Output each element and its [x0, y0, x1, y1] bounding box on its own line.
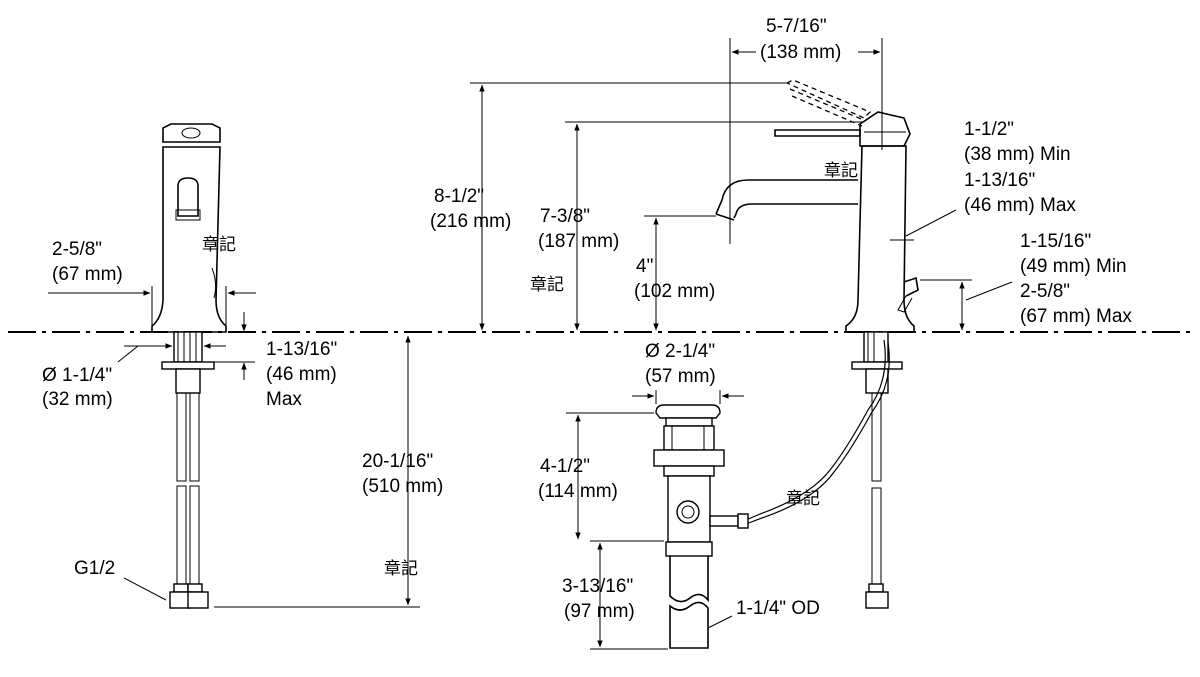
tailpiece-length-label: 3-13/16" [562, 576, 633, 597]
drain-dimensions [566, 390, 744, 650]
deck-thickness-label: 1-13/16" [266, 339, 337, 360]
base-width-mm-label: (67 mm) [52, 264, 123, 285]
spout-reach-mm-label: (138 mm) [760, 42, 841, 63]
pop-up-drain [653, 404, 749, 649]
side-view-dimensions [470, 38, 1013, 331]
overall-height-label: 8-1/2" [434, 186, 484, 207]
connection-label: G1/2 [74, 558, 115, 579]
watermark-stamp: 章記 [786, 489, 820, 508]
hole-dia-label: Ø 1-1/4" [42, 365, 112, 386]
body-height-label: 4-1/2" [540, 456, 590, 477]
base-width-label: 2-5/8" [52, 239, 102, 260]
spout-height-mm-label: (187 mm) [538, 231, 619, 252]
deck-max-mm-label: (46 mm) Max [964, 195, 1076, 216]
lift-rod-min-label: 1-15/16" [1020, 231, 1091, 252]
hole-dia-mm-label: (32 mm) [42, 389, 113, 410]
deck-min-label: 1-1/2" [964, 119, 1014, 140]
lift-rod-max-mm-label: (67 mm) Max [1020, 306, 1132, 327]
overall-height-mm-label: (216 mm) [430, 211, 511, 232]
deck-thickness-note: Max [266, 389, 302, 410]
watermark-stamp: 章記 [202, 235, 236, 254]
deck-thickness-mm-label: (46 mm) [266, 364, 337, 385]
deck-max-label: 1-13/16" [964, 170, 1035, 191]
body-height-mm-label: (114 mm) [538, 481, 618, 502]
side-view-faucet [715, 79, 919, 609]
front-view-faucet [151, 123, 227, 609]
lift-rod-min-mm-label: (49 mm) Min [1020, 256, 1127, 277]
aerator-clearance-label: 4" [636, 256, 653, 277]
aerator-clearance-mm-label: (102 mm) [634, 281, 715, 302]
front-view-dimensions [48, 286, 420, 608]
tailpiece-length-mm-label: (97 mm) [564, 601, 635, 622]
watermark-stamp: 章記 [384, 559, 418, 578]
watermark-stamp: 章記 [824, 161, 858, 180]
flange-dia-label: Ø 2-1/4" [645, 341, 715, 362]
spout-reach-label: 5-7/16" [766, 16, 827, 37]
flange-dia-mm-label: (57 mm) [645, 366, 716, 387]
supply-length-label: 20-1/16" [362, 451, 433, 472]
spout-height-label: 7-3/8" [540, 206, 590, 227]
watermark-stamp: 章記 [530, 275, 564, 294]
tailpiece-od-label: 1-1/4" OD [736, 598, 820, 619]
lift-rod-max-label: 2-5/8" [1020, 281, 1070, 302]
deck-min-mm-label: (38 mm) Min [964, 144, 1071, 165]
supply-length-mm-label: (510 mm) [362, 476, 443, 497]
